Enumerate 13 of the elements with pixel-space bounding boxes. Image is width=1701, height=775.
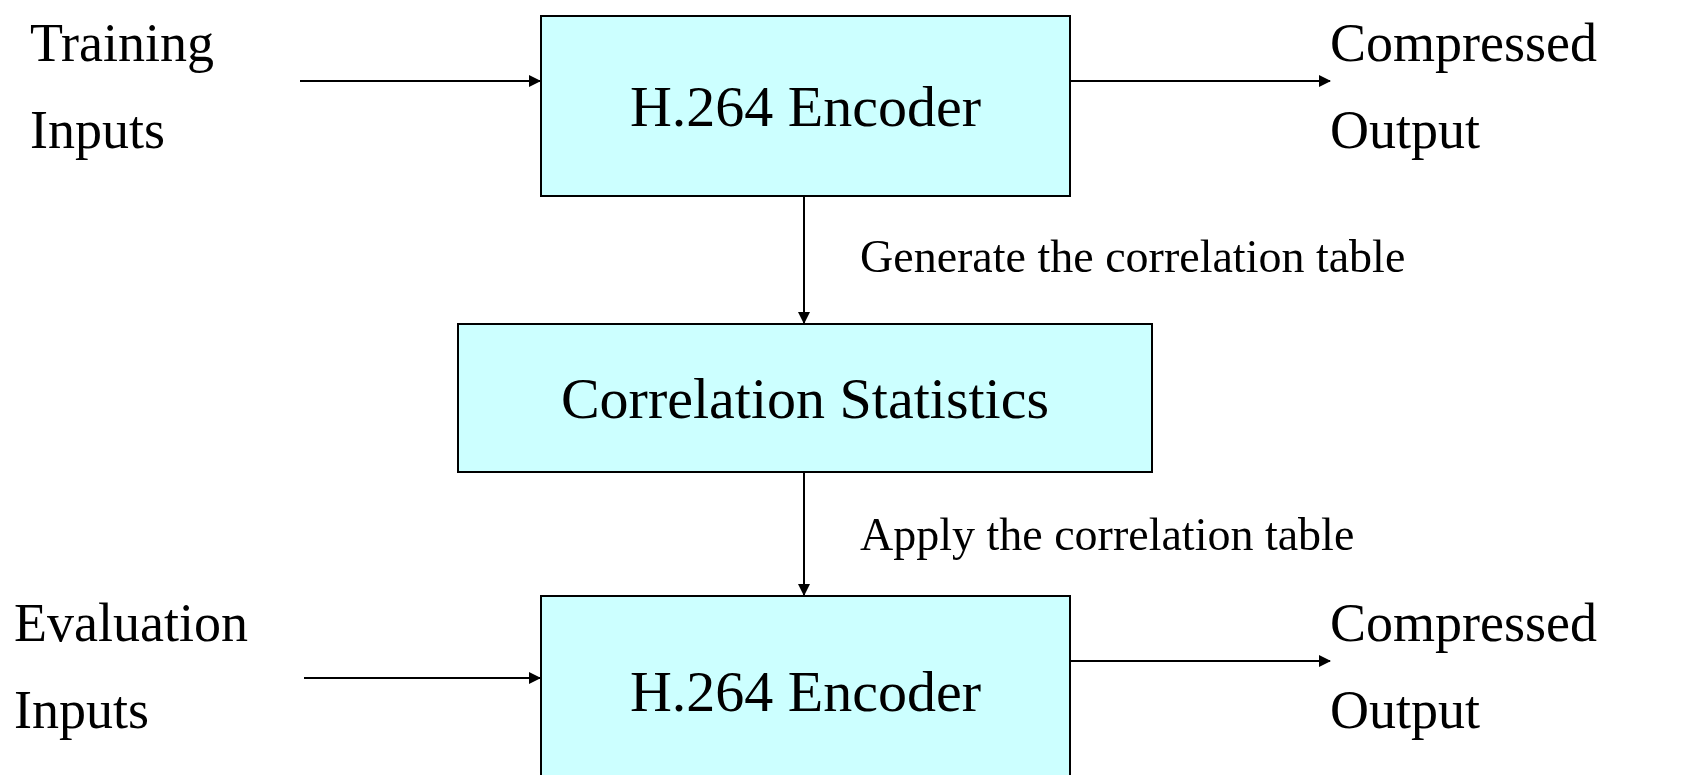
output-label: Compressed Output xyxy=(1330,0,1700,170)
arrow xyxy=(1070,655,1331,667)
process-box: Correlation Statistics xyxy=(457,323,1153,473)
arrow xyxy=(798,472,810,596)
input-label: Evaluation Inputs xyxy=(14,580,304,755)
process-box: H.264 Encoder xyxy=(540,15,1071,197)
arrow xyxy=(1070,75,1331,87)
process-box: H.264 Encoder xyxy=(540,595,1071,775)
arrow xyxy=(303,672,541,684)
arrow xyxy=(299,75,541,87)
output-label: Compressed Output xyxy=(1330,580,1700,755)
input-label: Training Inputs xyxy=(30,0,300,170)
arrow xyxy=(798,196,810,324)
